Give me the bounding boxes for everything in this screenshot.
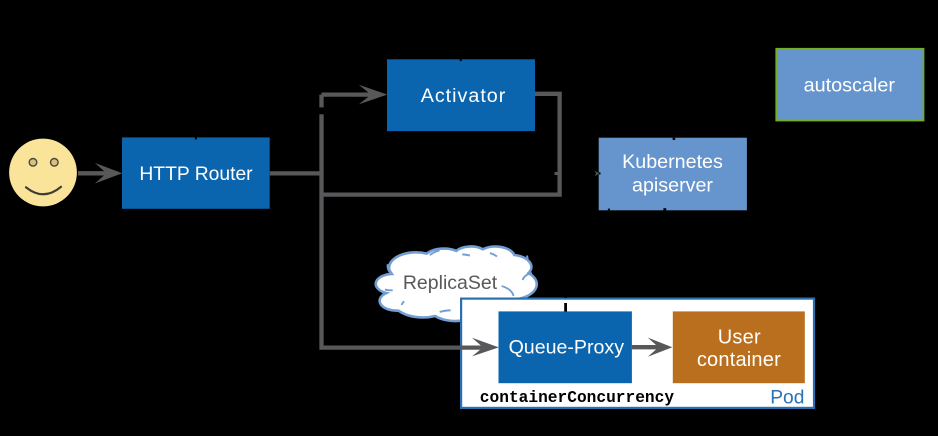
svg-text:HTTP Router: HTTP Router (139, 164, 253, 185)
svg-text:Activator: Activator (421, 85, 507, 107)
svg-text:Kubernetes: Kubernetes (622, 151, 723, 173)
svg-text:apiserver: apiserver (632, 174, 713, 196)
svg-text:container: container (697, 349, 781, 371)
svg-text:ReplicaSet: ReplicaSet (403, 272, 498, 294)
svg-text:autoscaler: autoscaler (804, 75, 896, 97)
svg-text:Queue-Proxy: Queue-Proxy (509, 337, 625, 359)
svg-text:containerConcurrency: containerConcurrency (480, 389, 675, 407)
svg-text:Pod: Pod (770, 387, 804, 408)
svg-text:User: User (718, 327, 761, 349)
